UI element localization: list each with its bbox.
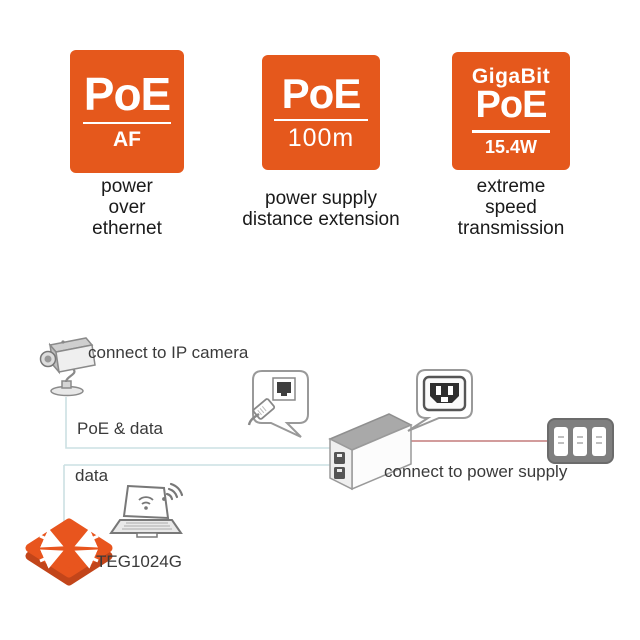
power-inlet-bubble-icon bbox=[407, 369, 473, 432]
badge-subtitle: AF bbox=[113, 128, 141, 152]
badge-subtitle: 100m bbox=[287, 124, 355, 153]
badge-poe-af: PoE AF bbox=[70, 50, 184, 173]
badge-title: PoE bbox=[475, 84, 548, 127]
data-label: data bbox=[75, 466, 109, 485]
laptop-wifi-icon bbox=[109, 482, 184, 538]
badge-pretitle: GigaBit bbox=[471, 65, 551, 89]
badge-caption-gigabit: extreme speed transmission bbox=[457, 176, 565, 239]
poe-data-label: PoE & data bbox=[77, 419, 164, 438]
badge-title: PoE bbox=[281, 69, 362, 117]
badge-caption-poe-100m: power supply distance extension bbox=[242, 188, 400, 230]
power-supply-label: connect to power supply bbox=[384, 462, 568, 481]
poe-injector-icon bbox=[328, 413, 413, 491]
badge-caption-poe-af: power over ethernet bbox=[92, 176, 162, 239]
network-lines bbox=[63, 397, 330, 532]
badge-divider bbox=[472, 129, 550, 133]
badge-subtitle: 15.4W bbox=[484, 136, 538, 157]
badge-divider bbox=[274, 119, 368, 122]
switch-label: TEG1024G bbox=[96, 552, 182, 571]
badge-title: PoE bbox=[83, 67, 171, 120]
badge-gigabit-poe: GigaBit PoE 15.4W bbox=[452, 52, 570, 170]
ethernet-port-bubble-icon bbox=[247, 370, 309, 438]
badge-poe-100m: PoE 100m bbox=[262, 55, 380, 170]
ip-camera-icon bbox=[39, 337, 96, 397]
badge-divider bbox=[83, 122, 171, 125]
camera-label: connect to IP camera bbox=[88, 343, 249, 362]
switch-icon bbox=[25, 518, 113, 586]
power-strip-icon bbox=[547, 418, 614, 464]
